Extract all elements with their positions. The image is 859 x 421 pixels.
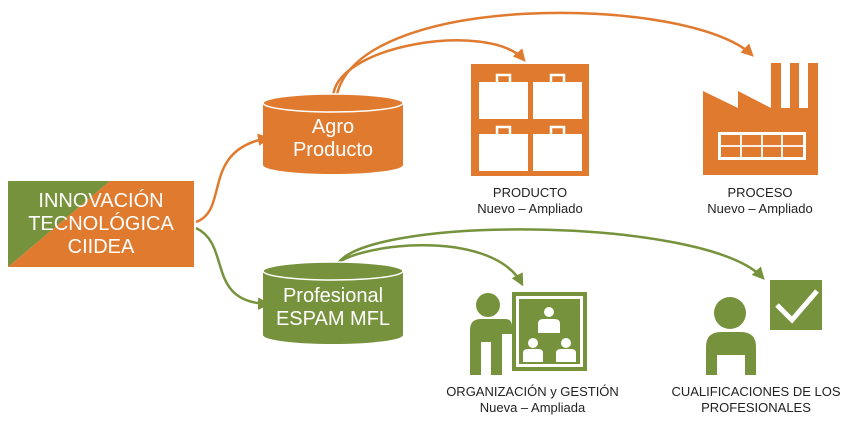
source-line-3: CIIDEA: [67, 235, 135, 258]
producto-subtitle: Nuevo – Ampliado: [477, 201, 583, 217]
proceso-subtitle: Nuevo – Ampliado: [707, 201, 813, 217]
agro-producto-label: Agro Producto: [263, 108, 403, 170]
team-presentation-icon: [470, 292, 587, 375]
agro-line-1: Agro: [311, 116, 355, 138]
innovation-source-label: INNOVACIÓN TECNOLÓGICA CIIDEA: [8, 181, 194, 267]
connector-profesional-to-organizacion: [331, 244, 524, 287]
profesional-label: Profesional ESPAM MFL: [263, 279, 403, 337]
agro-line-2: Producto: [292, 139, 374, 161]
profesional-line-1: Profesional: [282, 285, 384, 307]
shopping-bags-icon: [471, 64, 589, 176]
source-line-1: INNOVACIÓN: [38, 189, 164, 212]
profesional-line-2: ESPAM MFL: [275, 308, 391, 330]
innovation-source-box: [8, 181, 194, 267]
producto-title: PRODUCTO: [492, 185, 568, 200]
connector-agro-to-producto: [331, 39, 526, 101]
connector-source-to-agro: [195, 133, 271, 224]
connector-profesional-to-cualificaciones: [334, 228, 765, 280]
connector-source-to-profesional: [195, 226, 271, 310]
proceso-title: PROCESO: [727, 185, 793, 200]
checked-professional-icon: [706, 280, 822, 375]
cualificaciones-caption: CUALIFICACIONES DE LOS PROFESIONALES: [658, 384, 854, 417]
profesional-cylinder: [262, 261, 404, 344]
cualificaciones-title: CUALIFICACIONES DE LOS: [671, 384, 841, 399]
cualificaciones-subtitle: PROFESIONALES: [701, 400, 811, 416]
agro-producto-cylinder: [262, 93, 404, 174]
proceso-caption: PROCESO Nuevo – Ampliado: [675, 185, 845, 218]
organizacion-caption: ORGANIZACIÓN y GESTIÓN Nueva – Ampliada: [420, 384, 645, 417]
connector-agro-to-proceso: [334, 11, 754, 101]
source-line-2: TECNOLÓGICA: [28, 212, 174, 235]
producto-caption: PRODUCTO Nuevo – Ampliado: [440, 185, 620, 218]
factory-icon: [703, 63, 818, 175]
organizacion-title: ORGANIZACIÓN y GESTIÓN: [446, 384, 619, 399]
organizacion-subtitle: Nueva – Ampliada: [479, 400, 586, 416]
